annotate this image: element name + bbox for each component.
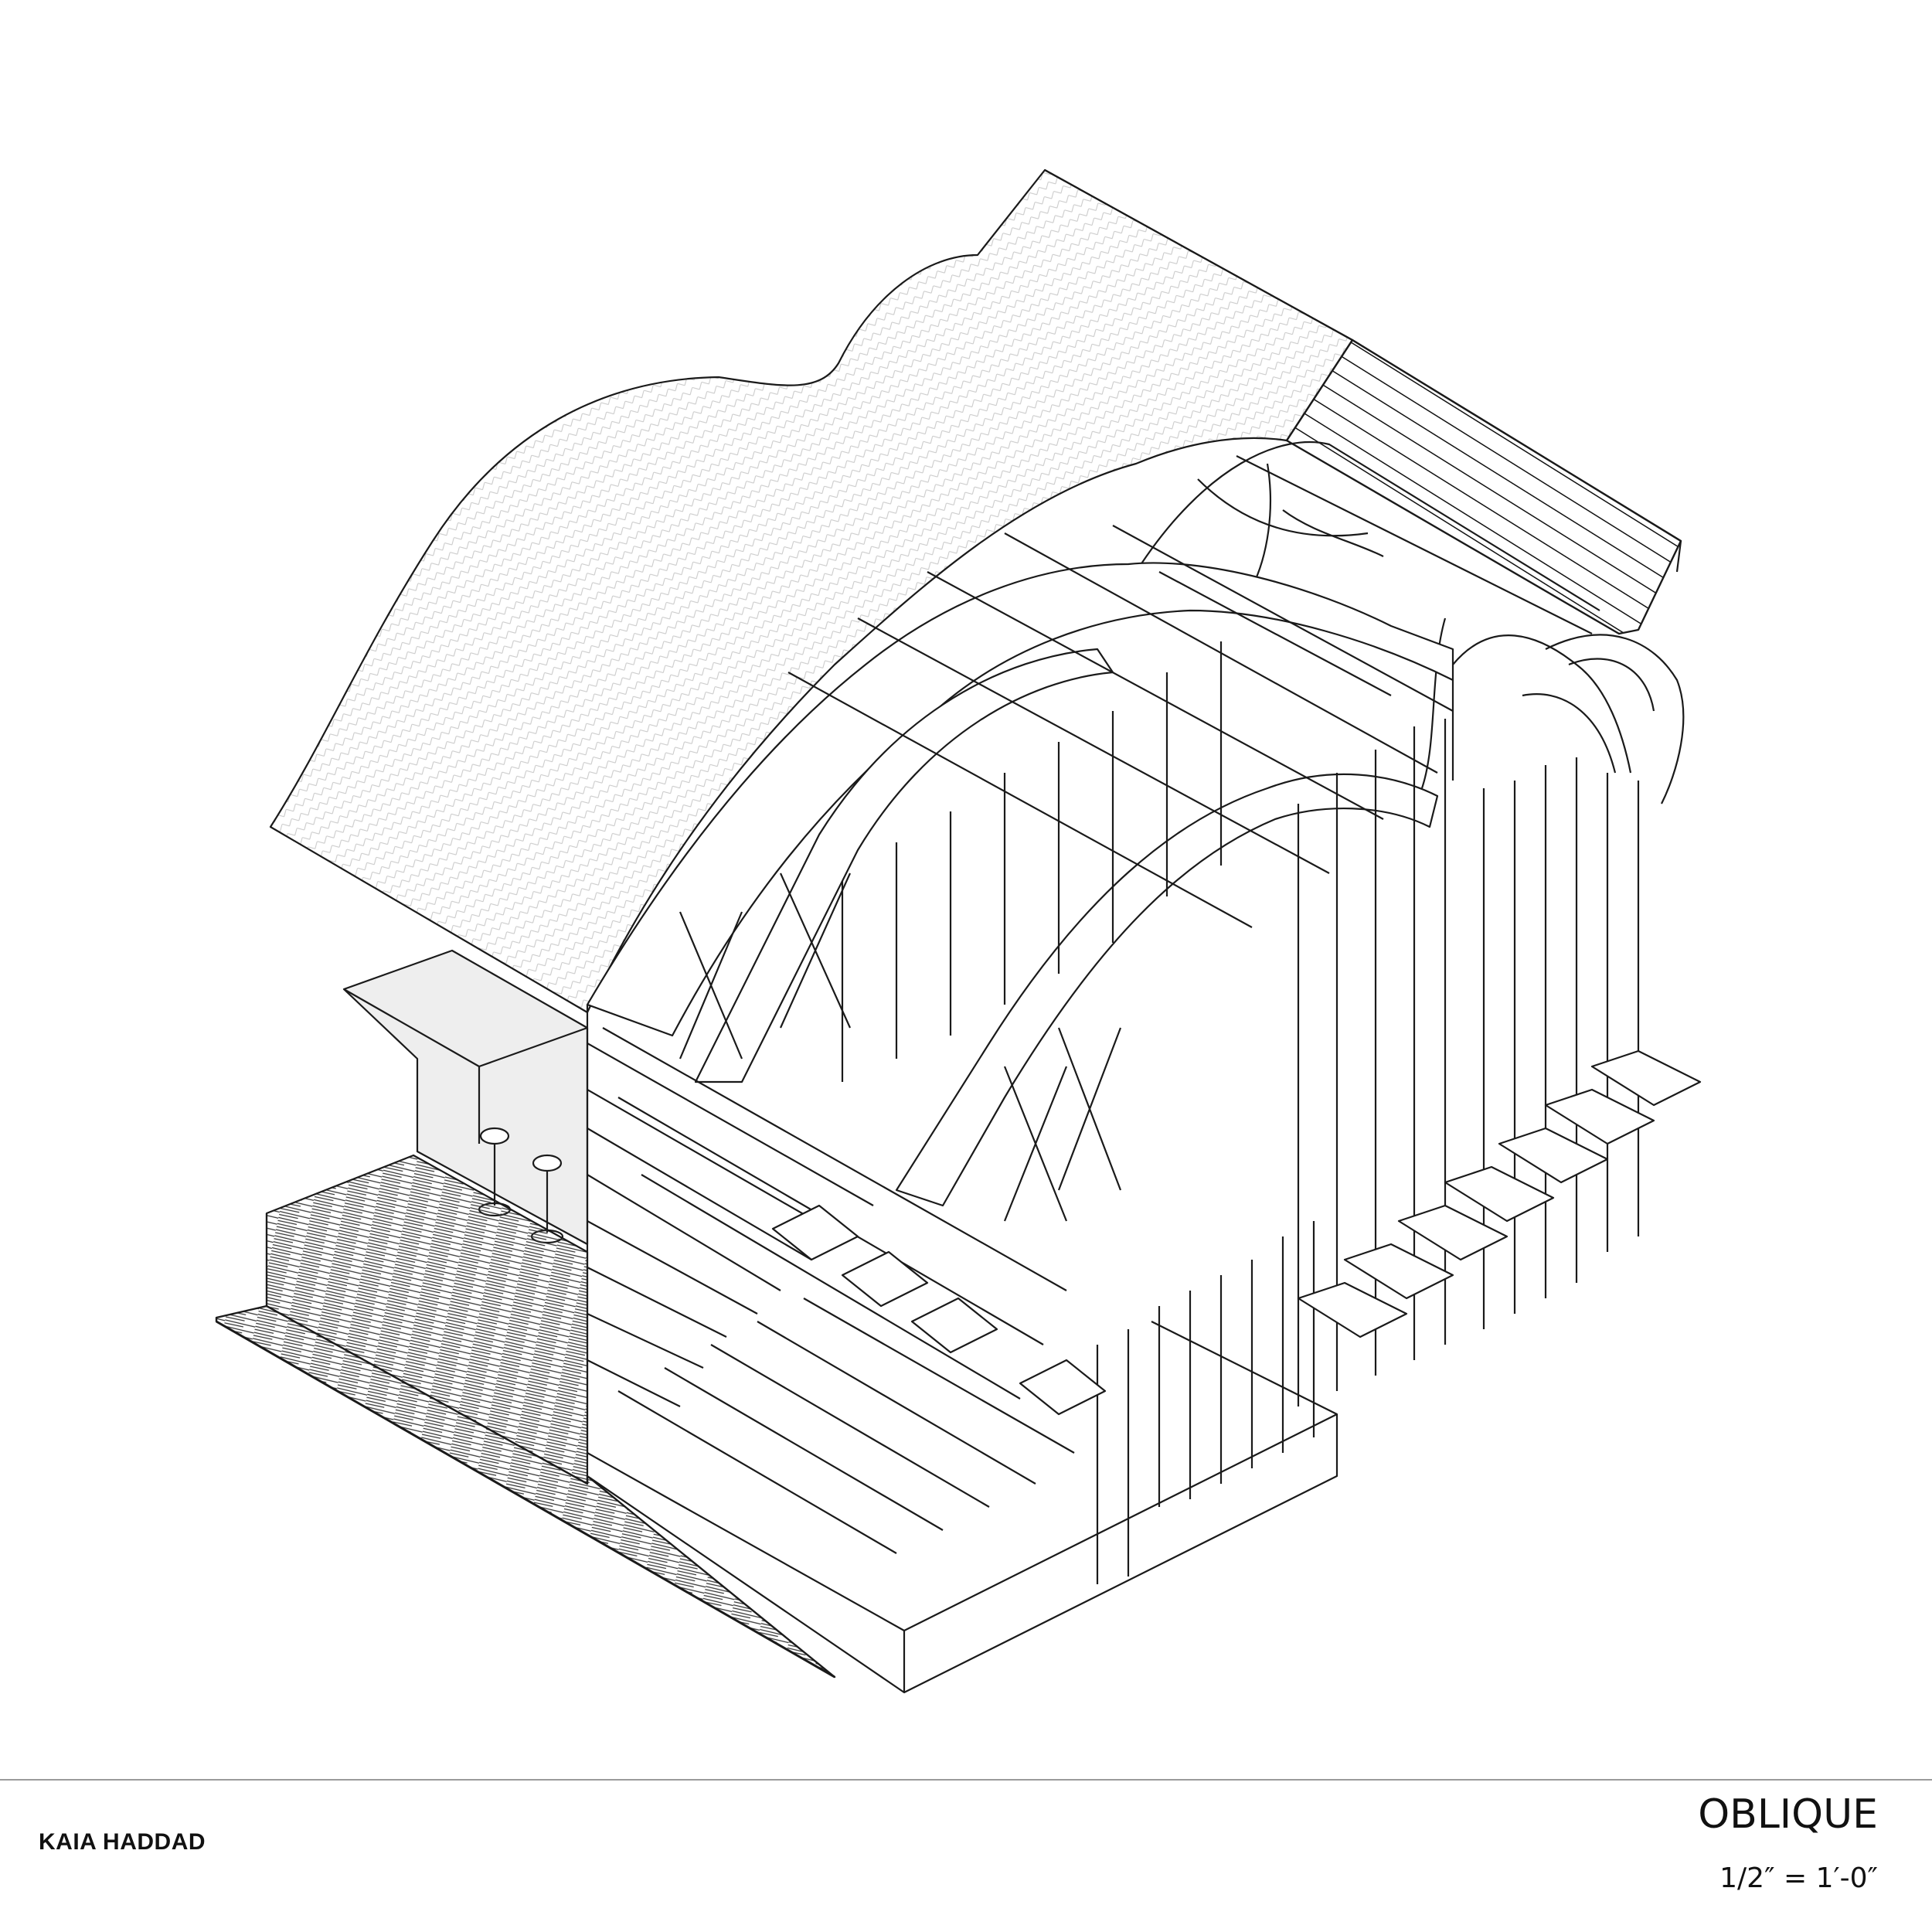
slatted-roof-end [1285,338,1682,635]
roof-surface [269,168,1354,1014]
view-title: OBLIQUE [1698,1791,1878,1838]
author-name: KAIA HADDAD [39,1829,206,1855]
bench-steps [1297,1049,1702,1338]
oblique-drawing [215,168,1702,1694]
wall-studs [841,641,1640,1584]
title-block-rule [0,1779,1932,1781]
drawing-scale: 1/2″ = 1′-0″ [1719,1862,1878,1894]
floor-joists [587,1027,1075,1554]
